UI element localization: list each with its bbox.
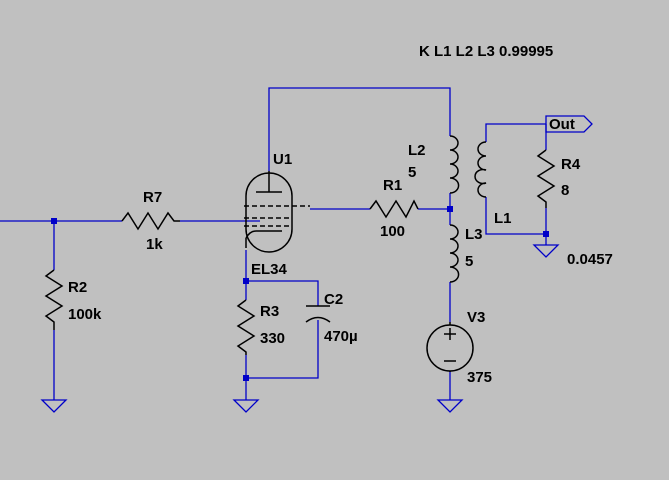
- r7-ref: R7: [143, 189, 163, 206]
- wires: [0, 87, 547, 400]
- r3-value: 330: [260, 330, 286, 347]
- l1-ref: L1: [494, 210, 512, 227]
- r7-value: 1k: [146, 236, 163, 253]
- r4-value: 8: [561, 182, 570, 199]
- c2-ref: C2: [324, 291, 344, 308]
- l2-value: 5: [408, 164, 417, 181]
- c2-value: 470µ: [324, 328, 358, 345]
- ground-symbol: [532, 244, 560, 258]
- r1-ref: R1: [383, 177, 403, 194]
- voltage-source-v3: [426, 322, 474, 372]
- r1-value: 100: [380, 223, 406, 240]
- v3-value: 375: [467, 369, 493, 386]
- resistor-r4: [536, 149, 556, 208]
- u1-value: EL34: [251, 261, 287, 278]
- resistor-r3: [236, 299, 256, 355]
- l1-value: 0.0457: [567, 251, 613, 268]
- ground-symbol: [232, 399, 260, 413]
- l3-value: 5: [465, 253, 474, 270]
- inductor-l1: [474, 141, 487, 198]
- r2-ref: R2: [68, 279, 88, 296]
- resistor-r7: [121, 211, 180, 231]
- u1-ref: U1: [273, 151, 293, 168]
- resistor-r2: [44, 269, 64, 330]
- wire-l1-bottom: [485, 197, 546, 235]
- inductor-l2: [449, 135, 460, 194]
- l3-ref: L3: [465, 226, 483, 243]
- tube-u1: [244, 171, 310, 253]
- ground-symbol: [436, 399, 464, 413]
- out-port-flag: [545, 115, 593, 133]
- r3-ref: R3: [260, 303, 280, 320]
- v3-ref: V3: [467, 309, 486, 326]
- wire-c2-bottom: [246, 320, 319, 379]
- spice-directive[interactable]: K L1 L2 L3 0.99995: [419, 43, 554, 60]
- wire-to-c2: [246, 280, 319, 306]
- inductor-l3: [449, 224, 460, 283]
- ground-symbol: [40, 399, 68, 413]
- r2-value: 100k: [68, 306, 102, 323]
- junction-dots: [51, 206, 549, 381]
- wire-l1-top: [485, 123, 546, 142]
- r4-ref: R4: [561, 156, 581, 173]
- resistor-r1: [369, 199, 419, 219]
- wire-plate: [268, 87, 451, 171]
- out-label: Out: [549, 116, 575, 133]
- capacitor-c2: [305, 305, 331, 323]
- l2-ref: L2: [408, 142, 426, 159]
